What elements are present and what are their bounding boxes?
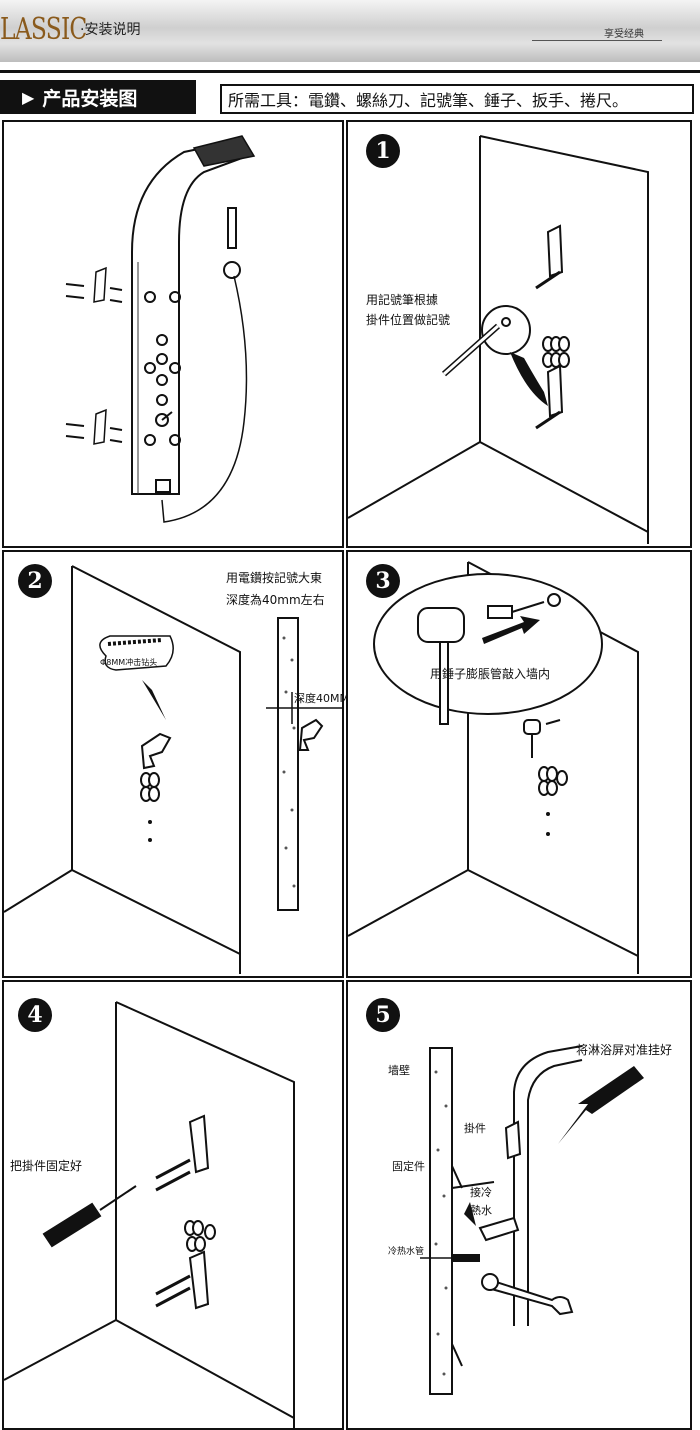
label-pipe: 冷热水管 [388,1247,425,1257]
header-banner: LASSIC ·安装说明 享受经典 [0,0,700,62]
step-number-badge: 3 [366,564,400,598]
step-1-caption-line2: 掛件位置做記號 [366,313,451,327]
step-2-drawing [3,565,342,974]
depth-label: 深度40MM [294,692,349,705]
step-5-drawing [420,1045,644,1395]
label-wall: 墙壁 [388,1064,410,1077]
section-title-text: 产品安装图 [42,87,138,110]
step-3-caption: 用錘子膨脹管敲入墙内 [430,667,551,681]
step-number-badge: 5 [366,998,400,1032]
label-connect-line1: 接冷 [470,1186,492,1199]
header-slogan: 享受经典 [604,29,644,40]
header-rule [0,70,700,73]
label-hanger: 掛件 [464,1122,486,1135]
step-4-caption: 把掛件固定好 [10,1159,83,1173]
label-fixture: 固定件 [392,1160,425,1173]
step-number-badge: 1 [366,134,400,168]
panel-step-1: 1 用記號筆根據 掛件位置做記號 [346,120,692,548]
tools-required: 所需工具：電鑽、螺絲刀、記號筆、錘子、扳手、捲尺。 [220,84,694,114]
label-connect-line2: 熱水 [470,1204,492,1217]
step-3-drawing [347,561,639,974]
step-4-drawing [3,1001,295,1428]
step-5-caption: 将淋浴屏对准挂好 [576,1043,673,1057]
drill-bit-label: Φ8MM冲击钻头 [100,658,158,667]
play-arrow-icon: ▶ [22,87,35,107]
panel-overview [2,120,344,548]
panel-step-3: 3 用錘子膨脹管敲入墙内 [346,550,692,978]
header-subtitle: ·安装说明 [80,22,141,38]
panel-step-4: 4 把掛件固定好 [2,980,344,1430]
step-number-badge: 4 [18,998,52,1032]
panel-step-5: 5 将淋浴屏对准挂好 墙壁 掛件 固定件 接冷 熱水 冷热水管 [346,980,692,1430]
panel-step-2: 2 用電鑽按記號大東 深度為40mm左右 Φ8MM冲击钻头 深度40MM [2,550,349,978]
step-2-caption-line1: 用電鑽按記號大東 [226,571,323,585]
step-2-caption-line2: 深度為40mm左右 [226,593,325,607]
shower-panel-overview-drawing [65,135,256,523]
step-1-caption-line1: 用記號筆根據 [366,293,439,307]
step-number-badge: 2 [18,564,52,598]
slogan-divider [532,40,662,41]
brand-logo: LASSIC [0,12,87,47]
section-title: ▶ 产品安装图 [0,80,196,114]
step-1-drawing [347,135,649,544]
